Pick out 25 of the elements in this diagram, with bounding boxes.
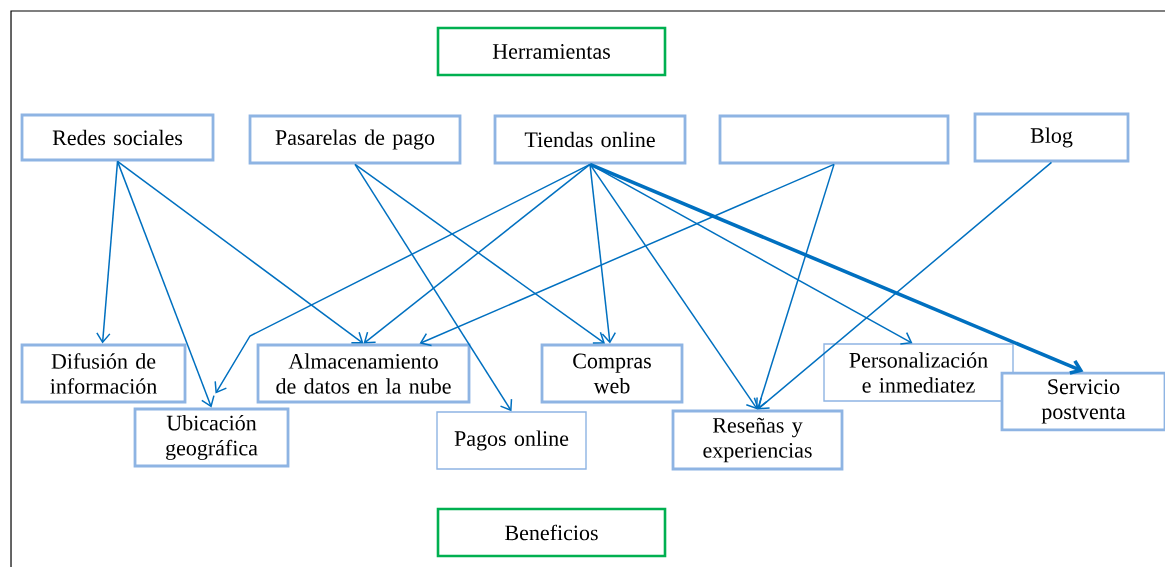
arrow bbox=[589, 163, 617, 344]
text-box: Servicio postventa bbox=[1000, 371, 1165, 432]
arrow bbox=[116, 160, 364, 344]
arrow bbox=[753, 163, 835, 410]
text-box: Difusión de información bbox=[20, 343, 187, 404]
text-box: Beneficios bbox=[436, 507, 667, 558]
arrow bbox=[214, 163, 591, 394]
text-box: Almacenamiento de datos en la nube bbox=[256, 343, 471, 404]
empty-box bbox=[718, 114, 950, 165]
arrow bbox=[757, 161, 1053, 410]
text-box: Pasarelas de pago bbox=[248, 114, 462, 165]
text-box: Compras web bbox=[540, 343, 684, 404]
arrow bbox=[419, 163, 835, 347]
text-box: Redes sociales bbox=[20, 113, 215, 162]
arrow bbox=[589, 162, 1084, 375]
arrow bbox=[354, 163, 513, 412]
text-box: Tiendas online bbox=[493, 114, 687, 165]
text-box: Reseñas y experiencias bbox=[671, 409, 844, 471]
text-box: Herramientas bbox=[436, 26, 667, 77]
text-box: Personalización e inmediatez bbox=[823, 343, 1014, 402]
text-box: Ubicación geográfica bbox=[133, 407, 290, 468]
arrow bbox=[96, 160, 119, 344]
text-box: Pagos online bbox=[436, 411, 587, 470]
arrow bbox=[116, 160, 215, 408]
text-box: Blog bbox=[973, 112, 1130, 163]
